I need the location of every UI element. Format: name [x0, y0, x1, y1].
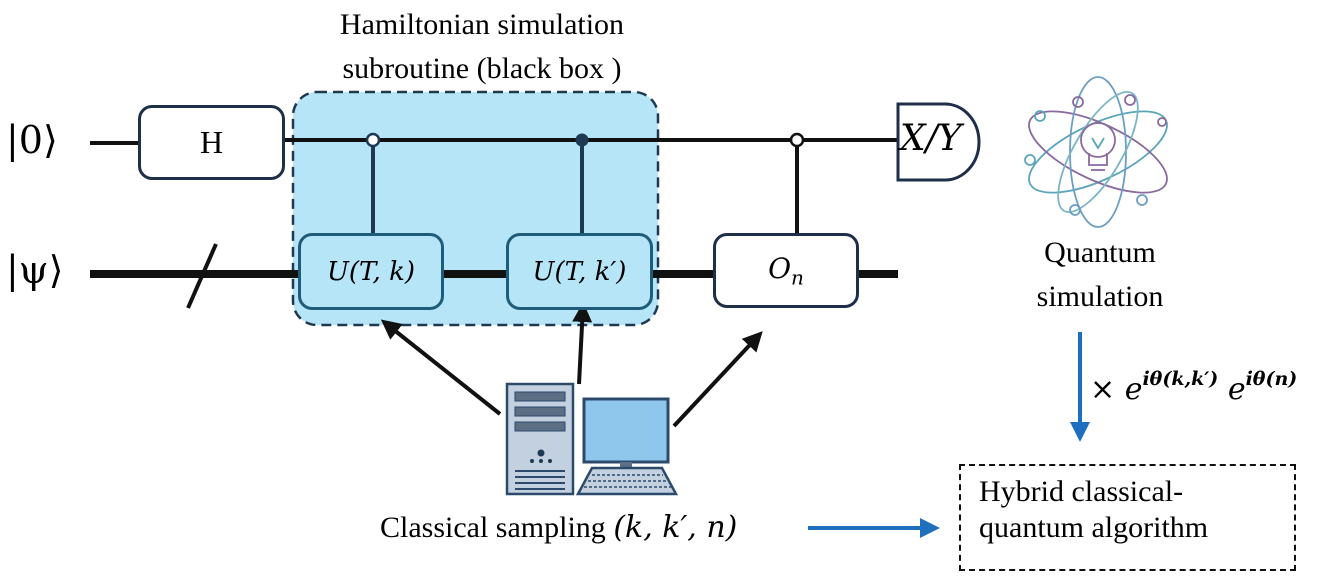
arrow-to-u2 [572, 302, 593, 385]
filled-control-dot [575, 133, 589, 147]
black-box-title-line1: Hamiltonian simulation [339, 8, 625, 41]
open-control-dot-1 [365, 132, 381, 148]
system-register-label: |ψ⟩ [6, 248, 64, 292]
classical-sampling-label: Classical sampling (k, k′, n) [380, 510, 738, 545]
black-box-title-line2: subroutine (black box ) [342, 52, 622, 85]
atom-bulb-icon [1024, 76, 1168, 228]
measurement-gate [896, 102, 981, 182]
evolution-gate-k: U(T, k) [298, 233, 444, 310]
hadamard-gate-label: H [199, 124, 224, 160]
measurement-gate-label: X/Y [900, 118, 962, 159]
hadamard-gate: H [138, 105, 285, 180]
hybrid-algorithm-line2: quantum algorithm [979, 511, 1209, 544]
evolution-gate-k-prime: U(T, k′) [506, 233, 653, 310]
computer-tower-icon [505, 382, 575, 496]
monitor-icon [582, 397, 670, 469]
hybrid-algorithm-line1: Hybrid classical- [979, 475, 1184, 508]
open-control-dot-2 [789, 132, 805, 148]
hybrid-algorithm-box: Hybrid classical- quantum algorithm [959, 464, 1296, 571]
ancilla-register-label: |0⟩ [6, 118, 58, 162]
evolution-gate-k-label: U(T, k) [326, 256, 415, 287]
keyboard-icon [575, 466, 679, 496]
quantum-simulation-line2: simulation [1036, 280, 1164, 313]
arrow-to-observable [672, 331, 763, 428]
register-slash [186, 243, 218, 309]
observable-gate: On [713, 233, 859, 308]
evolution-gate-k-prime-label: U(T, k′) [532, 256, 627, 287]
quantum-simulation-line1: Quantum [1044, 236, 1156, 269]
arrow-to-u1 [380, 319, 502, 416]
observable-gate-label: On [768, 251, 804, 290]
phase-factor: × eiθ(k,k′) eiθ(n) [1090, 368, 1298, 407]
